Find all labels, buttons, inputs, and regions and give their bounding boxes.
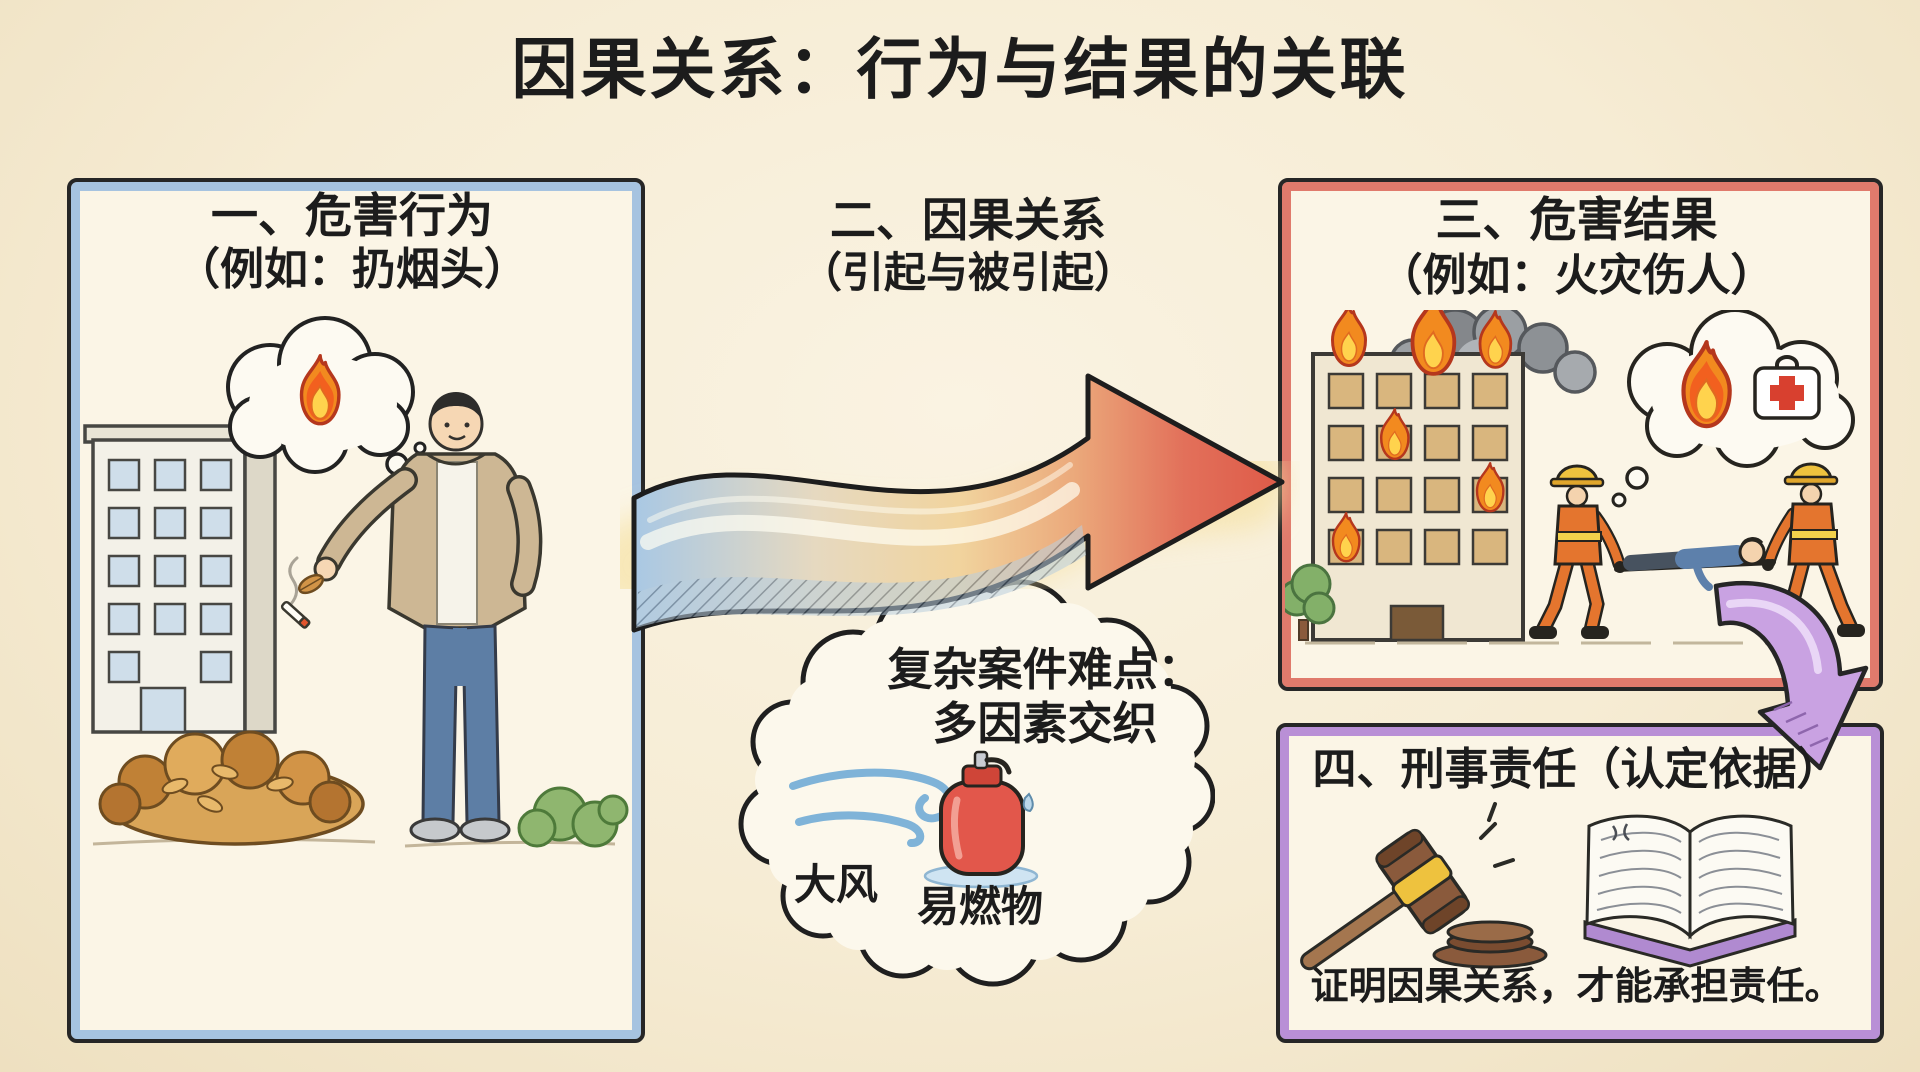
flame-icon <box>299 354 341 426</box>
down-arrow-icon <box>1713 580 1869 771</box>
first-aid-kit-icon <box>1753 355 1821 420</box>
causation-heading: 二、因果关系 <box>830 193 1106 247</box>
smoker-figure <box>313 392 543 843</box>
flame-thought-bubble <box>226 316 427 476</box>
flame-icon <box>1681 340 1732 429</box>
liability-illustration <box>1300 802 1797 971</box>
stretcher-patient-icon <box>1614 537 1776 591</box>
cigarette-icon <box>280 600 311 629</box>
page-title: 因果关系：行为与结果的关联 <box>511 31 1409 108</box>
behavior-heading: 一、危害行为 <box>211 189 493 244</box>
firefighter-rear-icon <box>1529 464 1626 639</box>
behavior-example: （例如：扔烟头） <box>176 244 528 295</box>
result-heading: 三、危害结果 <box>1435 193 1718 248</box>
cloud-line2: 多因素交织 <box>932 697 1158 750</box>
burning-building-icon <box>1311 310 1525 642</box>
leaf-pile-icon <box>98 730 365 846</box>
fuel-label: 易燃物 <box>916 882 1043 931</box>
law-book-icon <box>1583 814 1797 968</box>
sound-block-icon <box>1432 920 1548 969</box>
flame-icon <box>1331 310 1513 563</box>
causation-example: （引起与被引起） <box>799 248 1136 297</box>
wind-label: 大风 <box>793 860 878 909</box>
tree-icon <box>1285 563 1336 641</box>
behavior-illustration <box>83 316 629 848</box>
liability-caption: 证明因果关系，才能承担责任。 <box>1310 964 1843 1008</box>
result-example: （例如：火灾伤人） <box>1378 250 1775 301</box>
gavel-icon <box>1300 802 1548 971</box>
causal-arrow-icon <box>620 373 1285 633</box>
bush-icon <box>517 786 629 848</box>
thought-cloud-icon <box>738 555 1215 987</box>
liability-heading: 四、刑事责任（认定依据） <box>1312 744 1841 795</box>
gas-tank-icon <box>923 750 1039 889</box>
falling-leaf-icon <box>297 573 325 595</box>
result-illustration <box>1285 310 1865 645</box>
result-thought-bubble <box>1611 310 1855 508</box>
wind-icon <box>789 768 955 847</box>
smoke-wisp-icon <box>288 556 299 606</box>
cloud-line1: 复杂案件难点： <box>887 643 1203 696</box>
building-icon <box>83 424 285 734</box>
